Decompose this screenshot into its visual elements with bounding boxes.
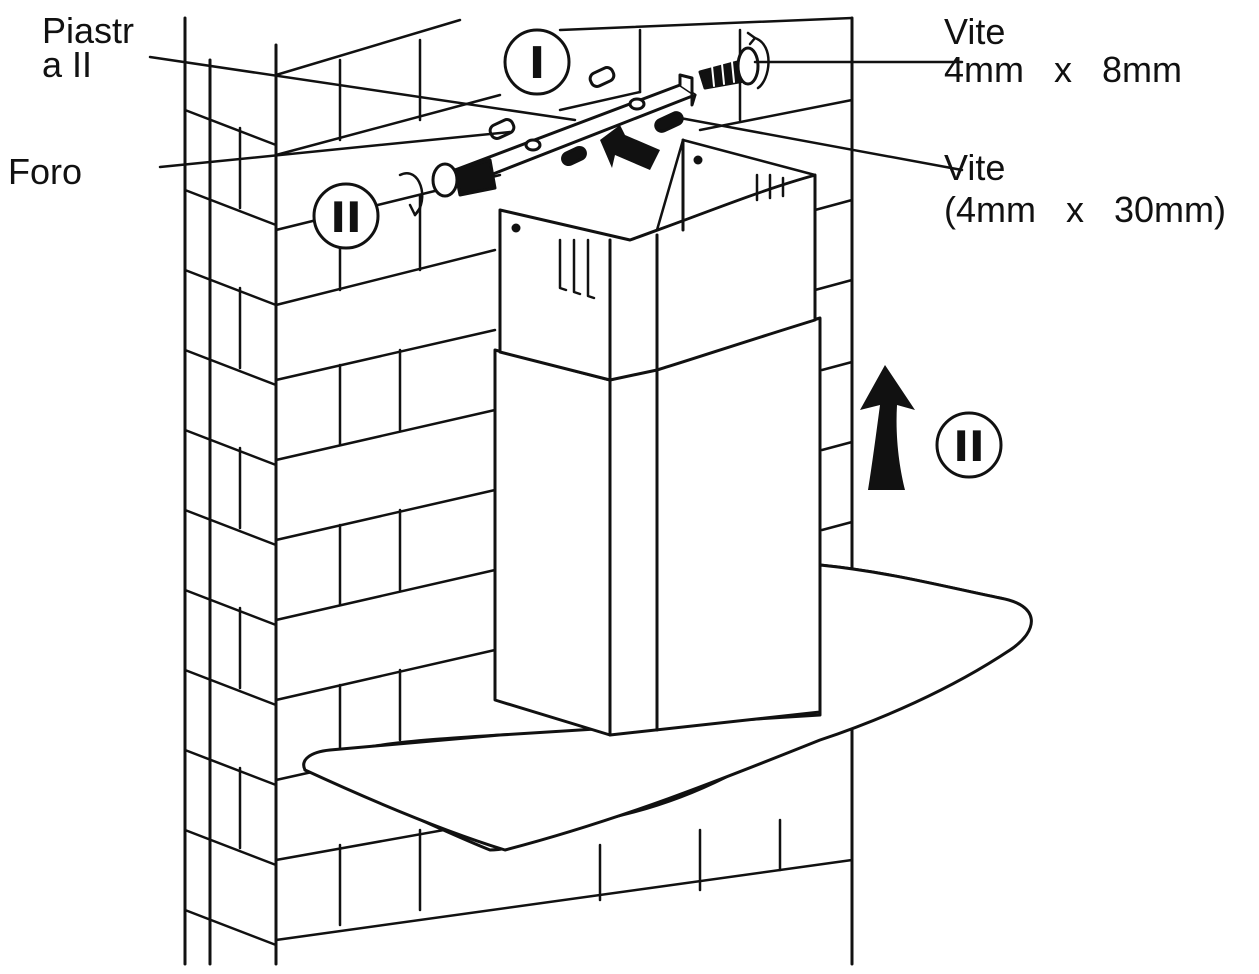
screw-large-name: Vite (944, 147, 1006, 188)
step-2-badge-left (312, 182, 380, 250)
lower-chimney (493, 316, 822, 737)
upper-chimney (498, 138, 817, 382)
screw-large-size: (4mm x 30mm) (944, 189, 1227, 230)
step-1-badge (503, 28, 571, 96)
screw-small-name: Vite (944, 11, 1006, 52)
step-1-number: I (529, 38, 545, 89)
hole-label: Foro (8, 151, 83, 192)
step-2-number-left: II (330, 193, 361, 242)
push-arrow-icon (600, 125, 660, 170)
step-2-number-right: II (953, 422, 984, 471)
plate-label: Piastr a II (42, 10, 135, 85)
screw-large (398, 158, 497, 217)
screw-small (698, 31, 770, 90)
step-2-badge-right (935, 411, 1003, 479)
up-arrow-icon (860, 365, 915, 490)
leader-lines (148, 55, 964, 172)
wall-plugs (488, 66, 684, 167)
screw-small-size: 4mm x 8mm (944, 49, 1183, 90)
